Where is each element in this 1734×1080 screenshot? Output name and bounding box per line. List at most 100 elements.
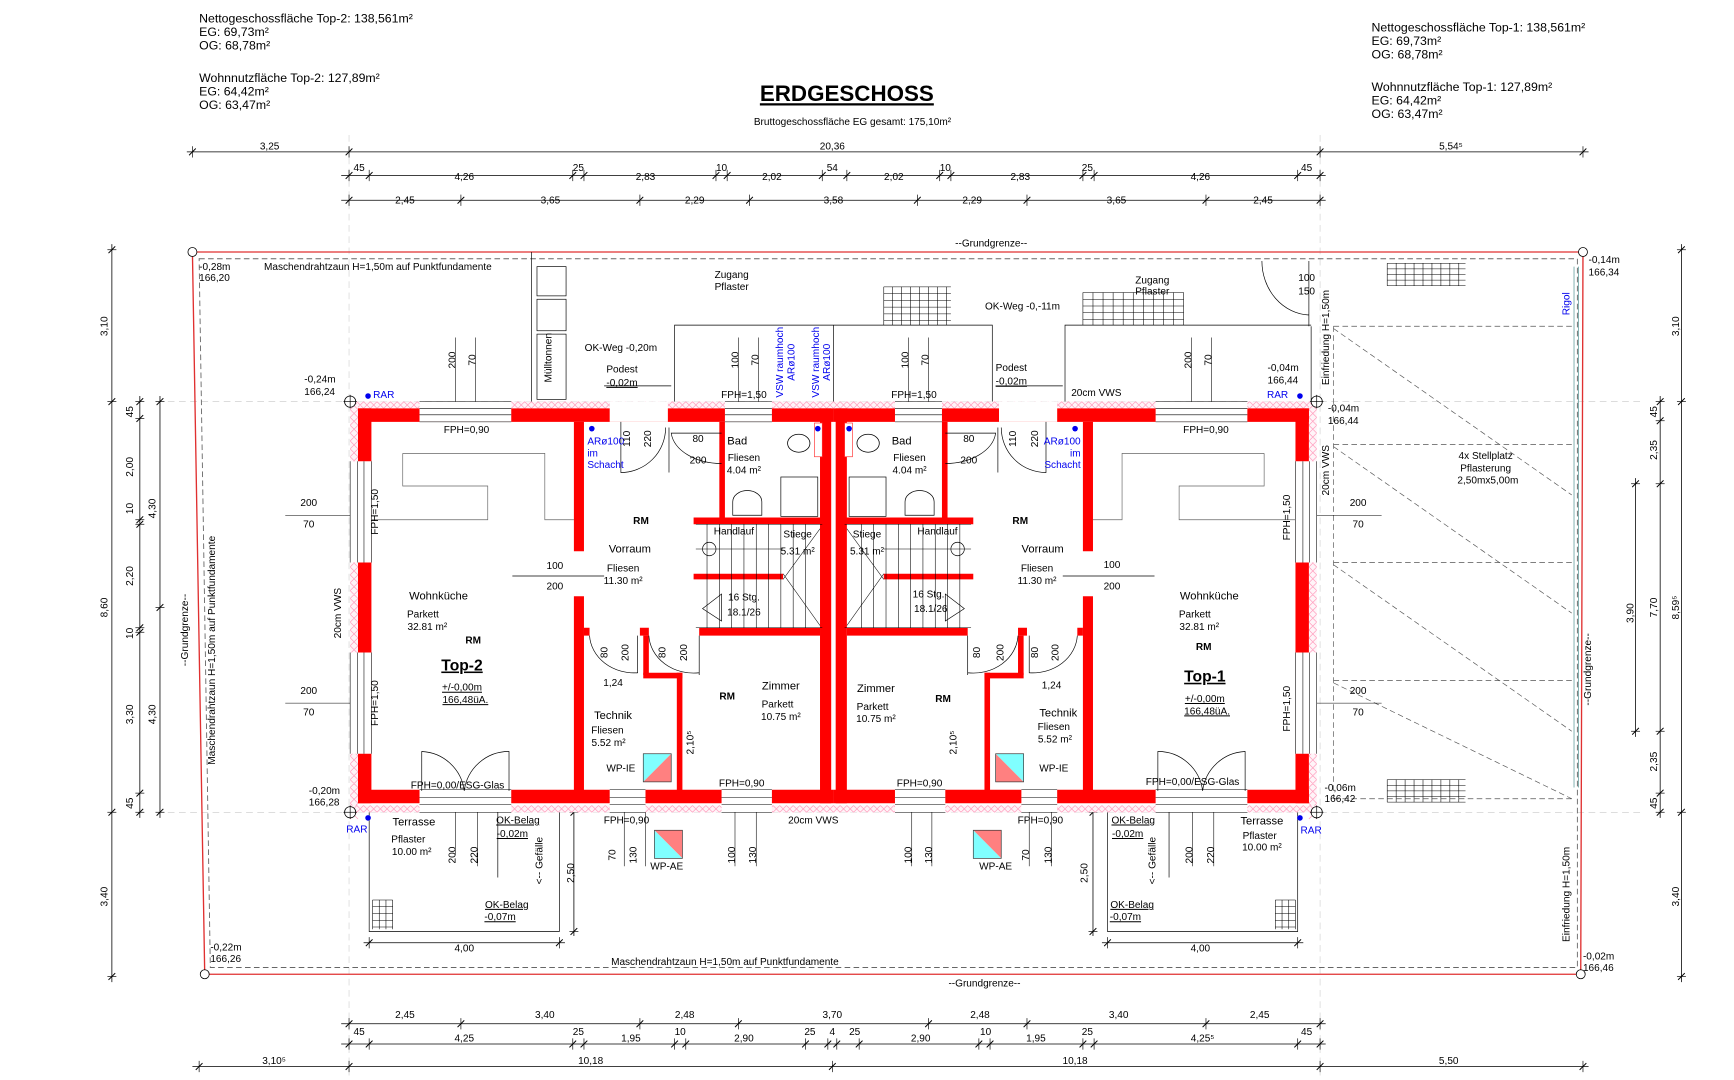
line	[1316, 1040, 1324, 1048]
dim-top-axes	[341, 194, 1326, 206]
dim-label: 4	[830, 1027, 836, 1038]
bottom-windows-label: FPH=0,90	[604, 815, 650, 826]
level-label: 166,20	[199, 273, 230, 284]
dim-label: 45	[1649, 797, 1660, 809]
side-window-dims-label: 70	[1353, 707, 1365, 718]
rainwater-drain-icon	[1297, 393, 1303, 399]
window	[609, 789, 646, 813]
dim-label: 7,70	[1649, 597, 1660, 617]
line	[1677, 246, 1686, 254]
dim-left-overall	[107, 244, 117, 983]
boundary-label: --Grundgrenze--	[948, 979, 1020, 990]
dim-label: 3,10	[1671, 316, 1682, 336]
label: 150	[1298, 287, 1315, 298]
wall	[820, 408, 832, 804]
zimmer-dim-label: 2,10⁵	[949, 731, 960, 755]
terrace-door-arc	[421, 751, 510, 791]
insulation-band	[350, 805, 834, 813]
dim-label: 100	[900, 351, 911, 368]
line	[936, 171, 944, 180]
window	[724, 401, 772, 422]
window	[419, 401, 512, 422]
stair-arrow-icon	[944, 593, 965, 622]
side-window-dims-label: 200	[300, 498, 317, 509]
heat-pump-indoor-icon	[995, 753, 1024, 783]
dim-label: 3,30	[125, 704, 136, 724]
dim-right-overall	[1676, 244, 1686, 983]
line	[1294, 939, 1302, 947]
level-label: -0,04m	[1267, 363, 1298, 374]
level-label: 166,26	[210, 954, 241, 965]
line	[1103, 939, 1112, 947]
line	[1090, 1040, 1098, 1048]
wohnkueche-label: Wohnküche	[409, 591, 468, 603]
boundary-label: --Grundgrenze--	[1583, 633, 1594, 705]
dim-bottom-axes	[341, 1018, 1326, 1030]
shaft-label: VSW raumhoch	[811, 327, 822, 398]
wall	[719, 421, 725, 520]
shaft	[844, 422, 853, 458]
line	[828, 1062, 836, 1071]
line	[345, 148, 353, 156]
dim-right-detail	[1655, 396, 1665, 818]
dim-label: 20,36	[820, 142, 846, 153]
vorraum-label: Fliesen	[1021, 563, 1053, 574]
dim-label: 2,90	[734, 1034, 754, 1045]
line	[1656, 808, 1664, 816]
top-window-dims-label: 200	[1183, 351, 1194, 368]
bath-label: 4.04 m²	[892, 466, 927, 477]
line	[569, 171, 577, 180]
wp-half	[973, 830, 1002, 859]
site	[167, 135, 1645, 1080]
shaft-label: VSW raumhoch	[775, 327, 786, 398]
rm-label: RM	[1196, 642, 1212, 653]
dim-label: 25	[804, 1027, 816, 1038]
line	[1316, 171, 1324, 180]
terrace-door-dims-label: 220	[1206, 846, 1217, 863]
dimension-chains	[107, 146, 1686, 1073]
level-label: -0,04m	[1328, 404, 1359, 415]
wall	[643, 635, 649, 675]
dim-label: 3,58	[824, 196, 844, 207]
dim-label: 10	[980, 1027, 992, 1038]
dim-label: 25	[1082, 163, 1094, 174]
line	[1579, 1062, 1587, 1071]
boundary-label: --Grundgrenze--	[180, 594, 191, 666]
wall	[984, 672, 991, 791]
line	[195, 1062, 203, 1071]
window	[1295, 652, 1317, 754]
dim-label: 10,18	[578, 1056, 604, 1067]
line	[782, 528, 821, 580]
terrace-label: Pflaster	[391, 835, 426, 846]
line	[682, 1040, 690, 1048]
bath-door-label: 80	[963, 434, 975, 445]
dim-label: 25	[573, 1027, 585, 1038]
bin-box	[536, 298, 567, 332]
wall	[1018, 627, 1027, 636]
page-title: ERDGESCHOSS	[760, 81, 934, 106]
top-window-dims-label: 200	[447, 351, 458, 368]
sink-icon	[904, 490, 935, 516]
terrace-door-label: FPH=0,00/ESG-Glas	[411, 781, 505, 792]
dim-top-overall	[186, 146, 1589, 158]
dim-label: 2,45	[1250, 1010, 1270, 1021]
vws-label: 20cm VWS	[333, 588, 344, 639]
line	[136, 520, 144, 528]
parking-diagonal	[1333, 682, 1572, 800]
line	[1656, 417, 1664, 425]
dim-right-sub	[1631, 478, 1641, 737]
line	[1202, 196, 1210, 204]
dim-label: 5,54⁵	[1439, 142, 1463, 153]
wall	[583, 627, 590, 636]
podest-label: -0,02m	[996, 377, 1027, 388]
wall	[676, 672, 683, 791]
fence-label: Maschendrahtzaun H=1,50m auf Punktfundam…	[611, 957, 839, 968]
level-label: +/-0,00m	[1185, 694, 1225, 705]
technik-label: Fliesen	[591, 725, 623, 736]
dim-label: 3,40	[535, 1010, 555, 1021]
line	[136, 397, 144, 406]
room-door-arc	[589, 635, 700, 675]
wp-ae-dims-label: 70	[607, 849, 618, 861]
zimmer-window-dims-label: 100	[904, 846, 915, 863]
dim-label: 10	[675, 1027, 687, 1038]
